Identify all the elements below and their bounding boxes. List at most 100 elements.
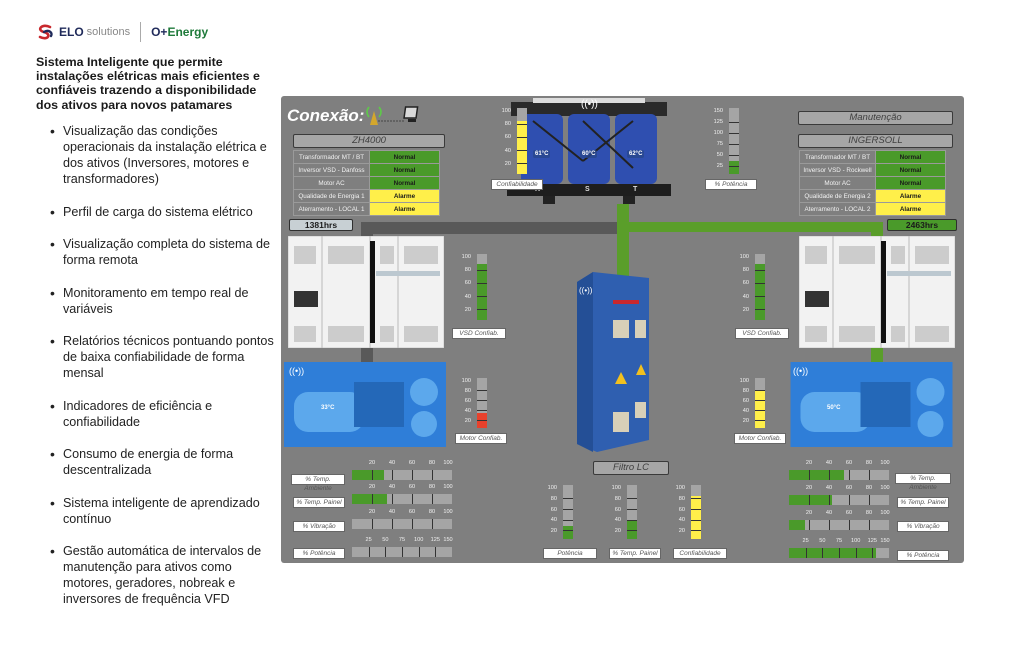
filter-lc-name: Filtro LC — [593, 461, 669, 475]
bar-tick — [412, 470, 413, 480]
gauge-tick-label: 20 — [678, 528, 685, 535]
bar-tick-label: 20 — [368, 460, 376, 466]
gauge-tick-label: 20 — [464, 306, 471, 313]
maintenance-button[interactable]: Manutenção — [798, 111, 953, 125]
gauge-tick-label: 100 — [739, 378, 749, 384]
logo-divider — [140, 22, 142, 42]
gauge-track — [517, 108, 527, 174]
right-bar-label-temp-painel: % Temp. Painel — [897, 497, 949, 508]
gauge-fill — [755, 390, 765, 428]
bar-tick-label: 80 — [865, 510, 873, 516]
bar-track — [352, 519, 452, 529]
bar-track — [789, 495, 889, 505]
transformer-temp-s: 60°C — [580, 150, 598, 158]
gauge-tick-label: 40 — [678, 517, 685, 524]
bar-tick-label: 100 — [880, 510, 890, 516]
bar-fill — [789, 495, 832, 505]
right-vsd-image — [799, 236, 955, 348]
bar-tick-label: 100 — [443, 509, 453, 515]
status-label: Motor AC — [293, 176, 370, 190]
transformer-power-label: % Potência — [705, 179, 757, 190]
bar-tick — [432, 519, 433, 529]
bar-tick — [869, 470, 870, 480]
bar-tick-label: 75 — [398, 537, 406, 543]
transformer-wireless-icon: ((•)) — [581, 99, 598, 110]
feature-item: Perfil de carga do sistema elétrico — [50, 204, 282, 220]
bar-tick-label: 40 — [388, 484, 396, 490]
bar-track — [352, 547, 452, 557]
bar-tick — [829, 470, 830, 480]
bar-tick-label: 80 — [428, 460, 436, 466]
gauge-track — [563, 485, 573, 539]
bar-tick-label: 40 — [388, 460, 396, 466]
bar-tick-label: 80 — [865, 485, 873, 491]
gauge-tick-label: 20 — [742, 418, 749, 424]
gauge-tick-label: 40 — [550, 517, 557, 524]
status-value: Alarme — [369, 202, 440, 216]
gauge-tick — [563, 508, 573, 510]
gauge-tick — [755, 410, 765, 411]
feature-item: Visualização das condições operacionais … — [50, 123, 282, 187]
gauge-tick-label: 20 — [550, 528, 557, 535]
status-label: Qualidade de Energia 2 — [799, 189, 876, 203]
gauge-tick — [477, 410, 487, 411]
line-right-green — [623, 222, 883, 232]
bar-tick-label: 25 — [365, 537, 372, 543]
gauge-tick-label: 20 — [742, 306, 749, 313]
right-motor-temp: 50°C — [827, 405, 841, 411]
left-motor-wireless-icon: ((•)) — [289, 366, 305, 376]
filter-power-label: Potência — [543, 548, 597, 559]
gauge-tick-label: 80 — [614, 495, 621, 502]
gauge-tick — [563, 519, 573, 521]
gauge-tick — [477, 296, 487, 298]
connection-status-icon — [366, 106, 419, 125]
oenergy-logo: O+Energy — [151, 25, 208, 39]
gauge-tick — [755, 296, 765, 298]
bar-tick-label: 40 — [825, 485, 833, 491]
bar-tick-label: 100 — [443, 484, 453, 490]
bar-tick-label: 60 — [408, 460, 416, 466]
gauge-tick-label: 80 — [464, 388, 471, 394]
bar-tick — [839, 548, 840, 558]
gauge-tick — [755, 309, 765, 311]
gauge-track — [755, 254, 765, 320]
transformer-temp-r: 61°C — [533, 150, 551, 158]
gauge-track — [755, 378, 765, 428]
bar-tick — [418, 547, 420, 557]
filter-wireless-icon: ((•)) — [579, 286, 593, 295]
gauge-fill — [729, 160, 739, 174]
bar-tick-label: 20 — [368, 484, 376, 490]
bar-tick-label: 50 — [382, 537, 389, 543]
gauge-tick — [517, 150, 527, 152]
gauge-tick-label: 100 — [713, 130, 723, 136]
bar-tick — [829, 495, 830, 505]
gauge-track — [729, 108, 739, 174]
intro-heading: Sistema Inteligente que permite instalaç… — [36, 55, 260, 112]
right-operating-hours: 2463hrs — [887, 219, 957, 231]
left-vsd-image — [288, 236, 444, 348]
gauge-tick-label: 100 — [611, 485, 621, 491]
bar-tick — [869, 495, 870, 505]
bar-tick — [385, 547, 387, 557]
status-value: Alarme — [875, 202, 946, 216]
gauge-tick — [517, 123, 527, 125]
gauge-tick-label: 20 — [464, 418, 471, 424]
phase-label-t: T — [633, 186, 638, 193]
gauge-tick-label: 80 — [550, 495, 557, 502]
bar-tick-label: 100 — [850, 538, 861, 544]
gauge-tick-label: 100 — [739, 254, 749, 260]
bar-tick-label: 40 — [825, 510, 833, 516]
